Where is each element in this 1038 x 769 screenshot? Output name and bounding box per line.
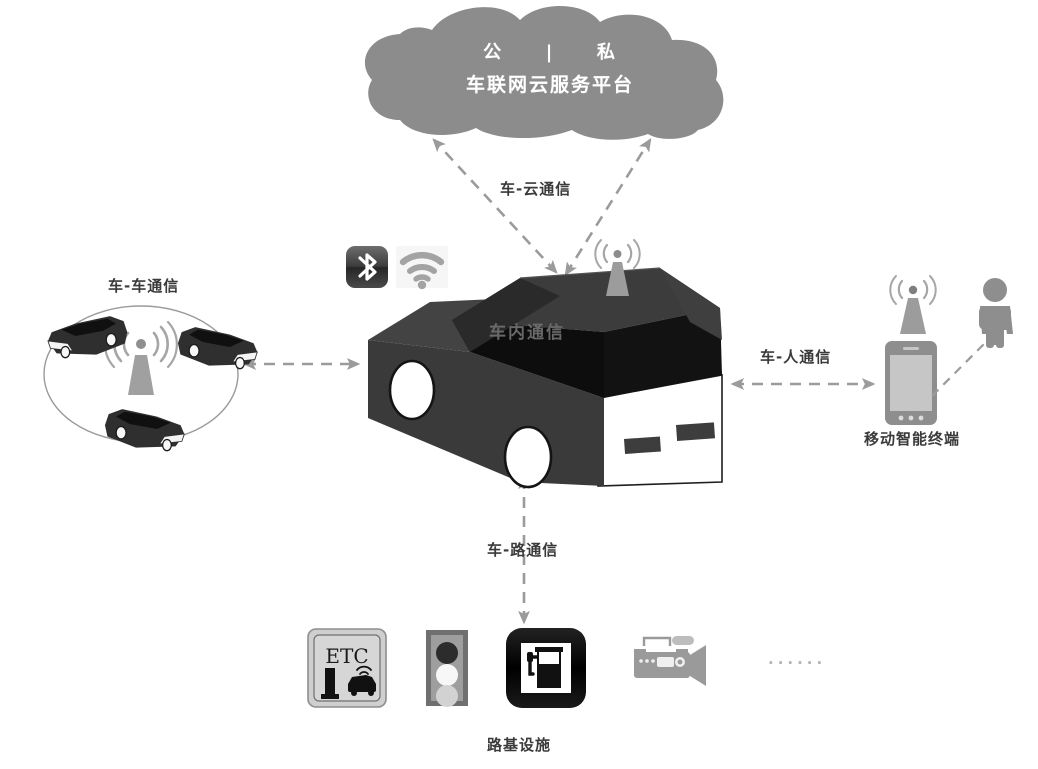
roadside-traffic-light (426, 630, 468, 707)
label-v2i: 车-路通信 (487, 541, 559, 559)
cloud-title-line1: 公 | 私 (470, 44, 630, 62)
main-vehicle-front-wheel (388, 359, 436, 421)
v2v-cluster (43, 305, 258, 452)
person-icon (979, 278, 1013, 348)
label-v2p: 车-人通信 (760, 348, 832, 366)
bluetooth-icon (346, 246, 388, 288)
label-v2v: 车-车通信 (108, 277, 180, 295)
roadside-gas-station (506, 628, 586, 708)
v2c-arrow-right (564, 137, 652, 277)
antenna-icon-vehicle (594, 239, 641, 296)
roadside-etc-sign: ETC (307, 628, 387, 708)
mobile-terminal-group (885, 275, 1013, 425)
main-vehicle-rear-wheel (503, 425, 553, 489)
v2v-car-right (177, 327, 258, 370)
cloud-title-divider: | (545, 42, 555, 63)
antenna-icon-phone (889, 275, 937, 334)
cloud-title-public: 公 (483, 42, 504, 63)
label-mobile-terminal: 移动智能终端 (864, 430, 961, 448)
smartphone-icon (885, 341, 937, 425)
cloud-platform (364, 5, 724, 140)
svg-text:ETC: ETC (325, 644, 368, 668)
label-roadside: 路基设施 (487, 736, 552, 754)
roadside-ellipsis: ······ (768, 654, 827, 672)
v2v-car-top-left (47, 316, 128, 359)
cloud-title-line2: 车联网云服务平台 (465, 74, 634, 96)
cloud-title-private: 私 (596, 42, 617, 63)
v2c-arrow-left (432, 138, 558, 274)
label-v2c: 车-云通信 (500, 180, 572, 198)
wifi-icon (396, 246, 448, 290)
person-phone-link (931, 343, 985, 397)
v2v-car-bottom (104, 409, 185, 452)
label-in-vehicle: 车内通信 (489, 323, 565, 343)
main-vehicle (368, 267, 723, 489)
roadside-traffic-camera (634, 636, 706, 686)
